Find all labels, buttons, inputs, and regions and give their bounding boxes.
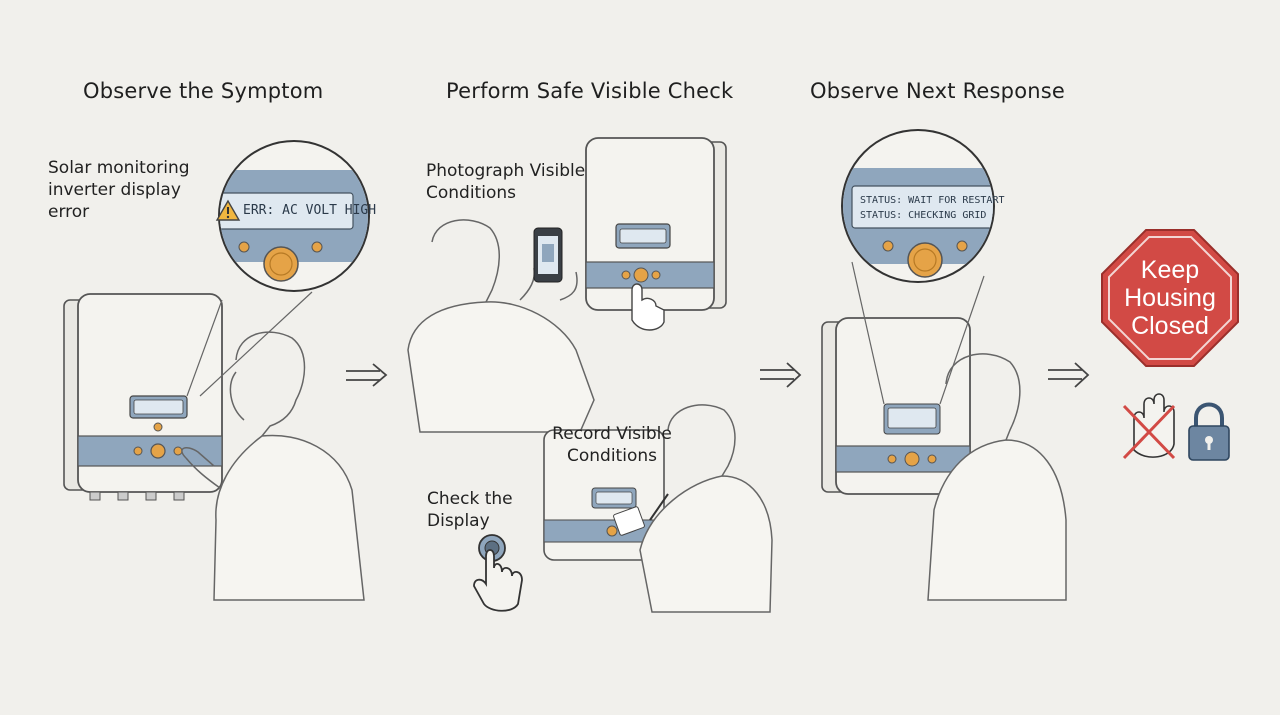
stop-sign-icon — [1101, 229, 1239, 367]
stop-sign-line-1: Keep — [1140, 256, 1200, 284]
padlock-icon — [1188, 402, 1230, 461]
technician-figure-1 — [181, 331, 365, 601]
note-symptom: Solar monitoring inverter display error — [48, 158, 190, 222]
stop-sign-line-2: Housing — [1124, 284, 1216, 312]
technician-figure-4 — [927, 353, 1067, 601]
step-title-next-response: Observe Next Response — [810, 79, 1066, 103]
warning-icon — [215, 199, 241, 221]
inverter-unit-2 — [585, 137, 727, 331]
note-check-display: Check the Display — [427, 489, 513, 531]
display-status-line-1: STATUS: WAIT FOR RESTART — [860, 195, 1005, 206]
note-record: Record Visible Conditions — [552, 424, 672, 466]
magnified-display-1 — [218, 140, 370, 292]
step-title-observe-symptom: Observe the Symptom — [83, 79, 324, 103]
magnifier-callout-lines-3 — [851, 261, 985, 405]
technician-figure-3 — [639, 404, 773, 613]
inverter-unit-1 — [63, 293, 223, 501]
stop-sign-label: Keep Housing Closed — [1105, 256, 1235, 340]
display-status-line-2: STATUS: CHECKING GRID — [860, 210, 987, 221]
smartphone-icon — [533, 227, 563, 283]
note-photograph: Photograph Visible Conditions — [426, 161, 586, 203]
arrow-right-icon — [346, 362, 1090, 388]
magnified-display-3 — [841, 129, 995, 283]
inverter-unit-4 — [821, 317, 971, 495]
technician-figure-2 — [407, 219, 595, 433]
magnifier-callout-lines-1 — [186, 291, 313, 397]
no-touch-icon — [1122, 393, 1176, 460]
press-hand-icon — [473, 534, 523, 612]
notepad-icon — [613, 493, 669, 536]
stop-sign-line-3: Closed — [1131, 312, 1209, 340]
display-error-text: ERR: AC VOLT HIGH — [243, 203, 377, 218]
step-title-safe-check: Perform Safe Visible Check — [446, 79, 734, 103]
